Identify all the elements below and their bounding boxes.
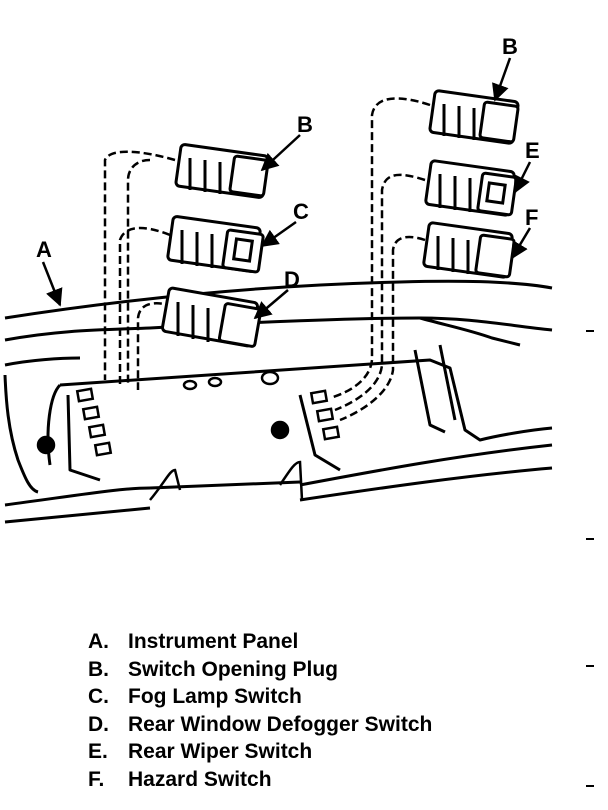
leader-f xyxy=(510,227,532,260)
legend-label: Fog Lamp Switch xyxy=(128,685,302,708)
switch-opening-plug-right xyxy=(428,89,520,145)
legend: A. Instrument Panel B. Switch Opening Plug… xyxy=(88,628,432,793)
rear-window-defogger-switch xyxy=(160,286,263,348)
leader-d xyxy=(253,289,289,320)
legend-letter: A. xyxy=(88,630,109,653)
legend-label: Rear Window Defogger Switch xyxy=(128,712,433,736)
legend-letter: E. xyxy=(88,740,108,763)
callout-d: D xyxy=(284,267,300,292)
legend-letter: B. xyxy=(88,657,109,681)
callout-f: F xyxy=(525,205,538,230)
fog-lamp-switch xyxy=(166,215,265,274)
legend-item: E. Rear Wiper Switch xyxy=(88,738,432,766)
panel-openings xyxy=(36,370,341,501)
callout-leaders xyxy=(41,57,532,320)
leader-b-left xyxy=(260,134,301,172)
leader-a xyxy=(41,261,63,307)
edge-tick xyxy=(586,538,594,540)
legend-letter: D. xyxy=(88,712,109,736)
switch-opening-plug-left xyxy=(174,143,270,199)
wiring-harness-left xyxy=(103,150,186,390)
legend-item: D. Rear Window Defogger Switch xyxy=(88,711,432,739)
leader-c xyxy=(260,220,297,248)
legend-letter: C. xyxy=(88,685,109,708)
callout-c: C xyxy=(293,199,309,224)
legend-item: A. Instrument Panel xyxy=(88,628,432,656)
legend-label: Rear Wiper Switch xyxy=(128,740,313,763)
instrument-panel-diagram: A B C D B E F xyxy=(3,34,553,524)
edge-tick xyxy=(586,785,594,787)
edge-tick xyxy=(586,665,594,667)
callout-e: E xyxy=(525,138,540,163)
legend-item: B. Switch Opening Plug xyxy=(88,656,432,684)
callout-a: A xyxy=(36,237,52,262)
wiring-harness-right xyxy=(329,97,431,422)
legend-letter: F. xyxy=(88,767,105,791)
rear-wiper-switch xyxy=(424,159,518,217)
hazard-switch xyxy=(422,221,516,279)
leader-b-right xyxy=(492,57,512,102)
legend-label: Instrument Panel xyxy=(128,630,299,653)
legend-label: Switch Opening Plug xyxy=(128,657,338,681)
instrument-panel xyxy=(3,279,553,524)
legend-label: Hazard Switch xyxy=(128,767,272,791)
legend-item: C. Fog Lamp Switch xyxy=(88,683,432,711)
callout-b-right: B xyxy=(502,34,518,59)
callout-b-left: B xyxy=(297,112,313,137)
edge-tick xyxy=(586,330,594,332)
legend-item: F. Hazard Switch xyxy=(88,766,432,794)
leader-e xyxy=(513,161,532,194)
